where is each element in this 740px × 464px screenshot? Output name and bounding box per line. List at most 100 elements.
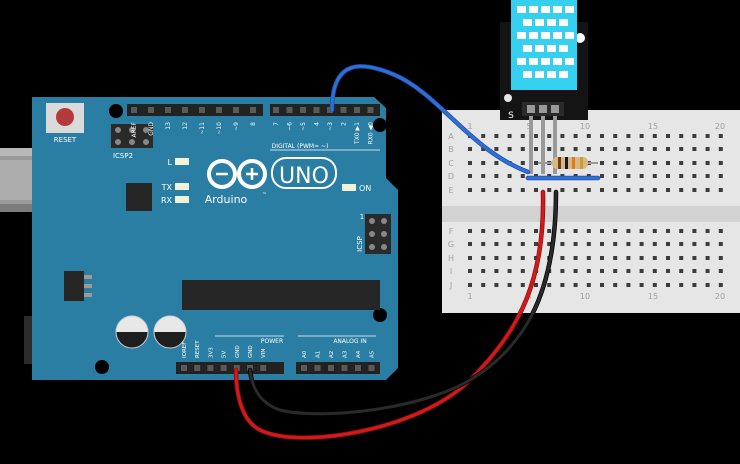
breadboard-hole [494, 283, 499, 287]
breadboard-hole [534, 283, 538, 287]
breadboard-hole [481, 174, 486, 178]
sensor-grille-slot [565, 32, 574, 39]
digital-pin-label: GND [148, 122, 155, 136]
resistor-band-4 [580, 157, 583, 169]
resistor-band-3 [572, 157, 575, 169]
sensor-leg-vcc [541, 116, 545, 174]
breadboard-hole [494, 134, 499, 138]
breadboard-hole [468, 188, 472, 192]
row-letter-c: C [448, 159, 454, 168]
breadboard-hole [468, 283, 472, 287]
led-rx [175, 196, 189, 203]
breadboard-hole [600, 269, 604, 273]
col-number-20-bottom: 20 [715, 292, 725, 301]
breadboard-hole [626, 147, 631, 151]
breadboard-hole [573, 188, 578, 192]
breadboard-channel [442, 206, 740, 222]
breadboard-hole [705, 147, 710, 151]
breadboard-hole [534, 188, 538, 192]
digital-pin-hole [313, 107, 320, 113]
digital-pin-hole [354, 107, 360, 113]
mounting-hole [373, 308, 387, 322]
sensor-grille-slot [517, 58, 526, 65]
breadboard-hole [718, 188, 723, 192]
breadboard-hole [692, 147, 697, 151]
arduino-wordmark: Arduino [205, 193, 248, 206]
col-number-10-top: 10 [580, 122, 590, 131]
breadboard-hole [613, 147, 618, 151]
breadboard-hole [718, 147, 723, 151]
breadboard-hole [520, 256, 525, 260]
breadboard-hole [481, 147, 486, 151]
breadboard-hole [507, 147, 512, 151]
breadboard-hole [586, 283, 591, 287]
breadboard-hole [520, 283, 525, 287]
breadboard-hole [468, 147, 472, 151]
power-pin-hole [260, 365, 267, 371]
digital-pin-hole [131, 107, 137, 113]
breadboard-hole [652, 161, 657, 165]
sensor-grille-slot [541, 6, 550, 13]
digital-pin-hole [148, 107, 154, 113]
breadboard-hole [613, 229, 618, 233]
breadboard-hole [560, 256, 565, 260]
digital-pin-hole [300, 107, 306, 113]
breadboard-hole [639, 188, 644, 192]
breadboard-hole [679, 229, 684, 233]
digital-pin-label: ~11 [199, 122, 206, 135]
breadboard-hole [666, 161, 670, 165]
breadboard-hole [520, 188, 525, 192]
breadboard-hole [573, 256, 578, 260]
breadboard-hole [520, 269, 525, 273]
breadboard-hole [586, 269, 591, 273]
breadboard-hole [600, 256, 604, 260]
dht-sensor-module: S [500, 0, 588, 174]
breadboard-hole [520, 161, 525, 165]
breadboard-hole [573, 147, 578, 151]
resistor-band-1 [558, 157, 561, 169]
breadboard-hole [626, 269, 631, 273]
digital-pin-label: TX0 ▶1 [354, 122, 361, 145]
digital-pin-label: ~9 [233, 122, 240, 131]
reset-label: RESET [54, 136, 77, 144]
breadboard-hole [718, 269, 723, 273]
breadboard-hole [692, 256, 697, 260]
breadboard-hole [573, 269, 578, 273]
breadboard-hole [679, 188, 684, 192]
breadboard-hole [626, 161, 631, 165]
breadboard-hole [494, 229, 499, 233]
digital-header-right [270, 104, 380, 116]
power-pin-hole [194, 365, 201, 371]
breadboard-hole [586, 256, 591, 260]
analog-pin-hole [368, 365, 375, 371]
breadboard-hole [666, 174, 670, 178]
breadboard: 1 5 10 15 20 1 5 10 15 20 A B C D E F G … [442, 110, 740, 313]
capacitor-right [153, 315, 187, 349]
voltage-regulator [64, 271, 84, 301]
breadboard-hole [718, 229, 723, 233]
digital-pin-label: 7 [273, 122, 280, 126]
breadboard-hole [573, 242, 578, 246]
led-tx-label: TX [161, 183, 173, 192]
usb-chip [126, 183, 152, 211]
breadboard-hole [718, 242, 723, 246]
analog-pin-hole [314, 365, 321, 371]
breadboard-hole [639, 147, 644, 151]
digital-pin-label: 8 [250, 122, 257, 126]
reset-button-cap[interactable] [56, 108, 74, 126]
sensor-grille-slot [523, 45, 532, 52]
row-letter-f: F [449, 227, 454, 236]
icsp2-header [111, 124, 153, 148]
uno-label: UNO [279, 164, 329, 189]
col-number-20-top: 20 [715, 122, 725, 131]
breadboard-hole [600, 174, 604, 178]
uno-badge [271, 157, 337, 189]
breadboard-hole [560, 269, 565, 273]
breadboard-hole [718, 256, 723, 260]
col-number-1-top: 1 [467, 122, 472, 131]
sensor-grille-slot [517, 32, 526, 39]
breadboard-hole [507, 188, 512, 192]
